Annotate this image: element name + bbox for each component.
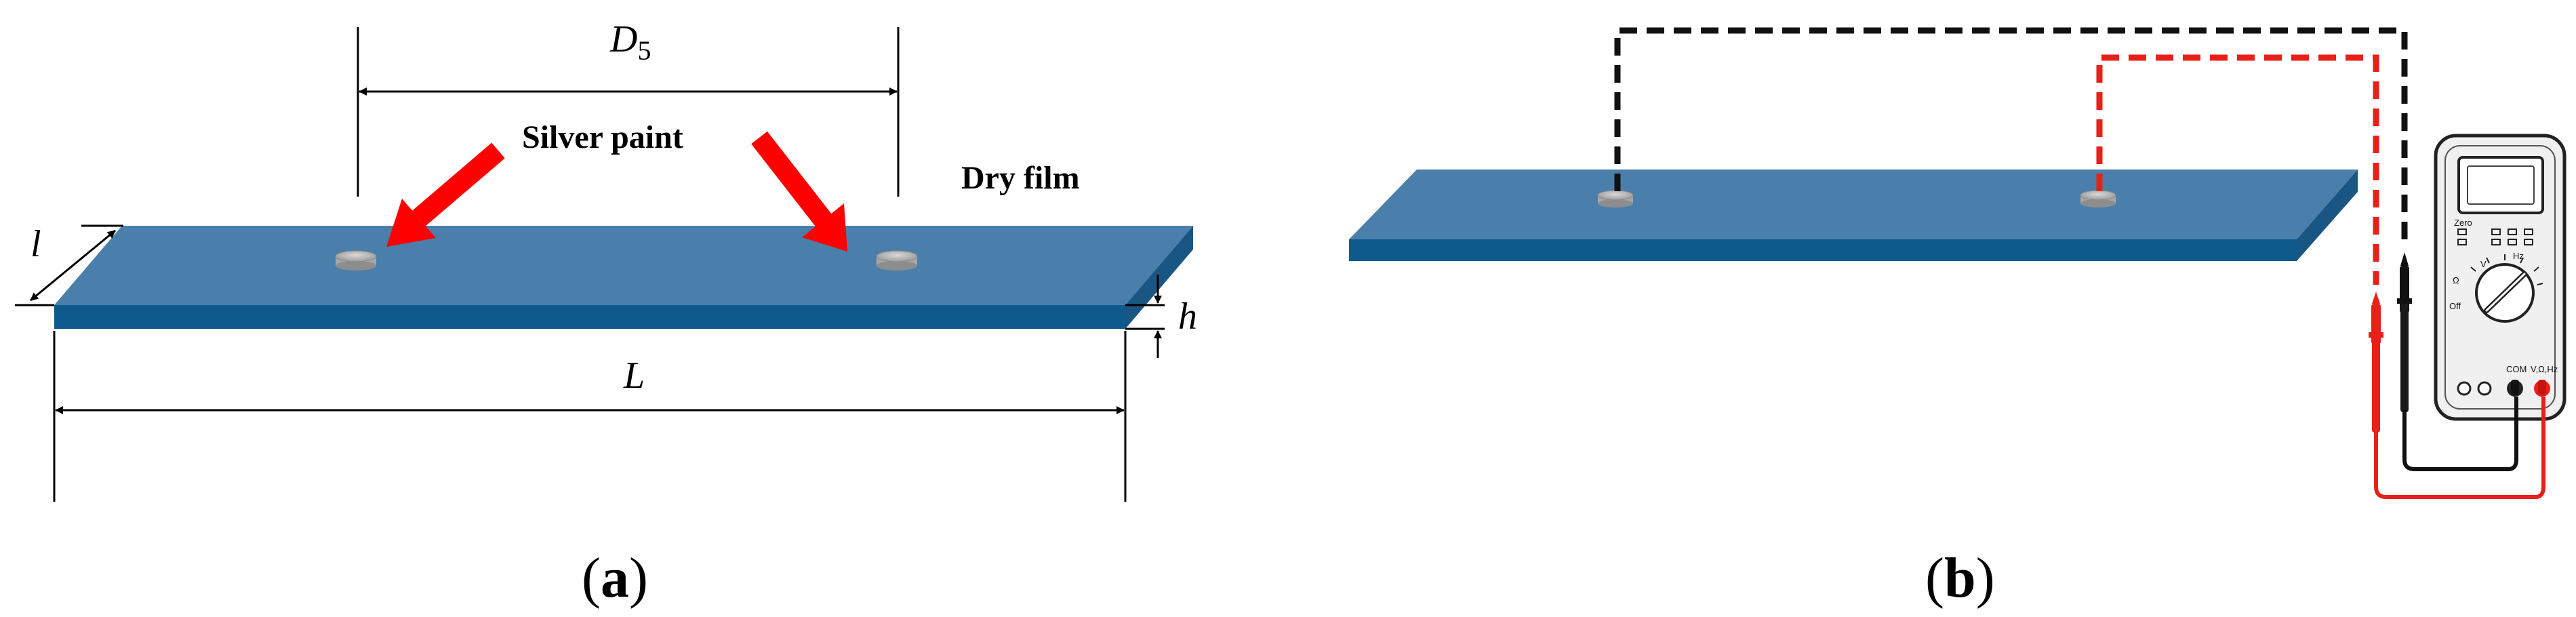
multimeter-display [2457, 156, 2544, 214]
electrode-b-right [2080, 190, 2116, 207]
thickness-dimension: h [1125, 275, 1197, 358]
film-top-face-b [1349, 170, 2358, 239]
multimeter-buttons [2457, 228, 2533, 245]
jack-left-1 [2457, 381, 2472, 396]
multimeter: Zero V Hz Ω Off COM V,Ω,Hz [2434, 134, 2567, 421]
dial-label-v: V [2480, 259, 2487, 269]
silver-paint-electrode-left [335, 250, 377, 271]
red-probe [2369, 292, 2383, 433]
dry-film-strip [54, 226, 1193, 329]
black-lead [2402, 397, 2518, 471]
caption-a: (a) [582, 546, 648, 610]
electrode-distance-dimension: D5 [357, 18, 900, 197]
black-dashed-wire [1614, 27, 2408, 245]
width-label: l [31, 223, 41, 265]
film-front-face-b [1349, 239, 2297, 261]
jack-left-2 [2477, 381, 2492, 396]
red-arrow-left [386, 142, 505, 247]
film-front-face [54, 305, 1125, 329]
length-dimension: L [53, 331, 1127, 502]
film-side-face-b [2297, 170, 2358, 261]
panel-b: Zero V Hz Ω Off COM V,Ω,Hz [1349, 27, 2567, 610]
red-arrow-right [751, 131, 847, 252]
dial-label-off: Off [2449, 301, 2461, 311]
zero-label: Zero [2454, 218, 2472, 228]
dry-film-strip-b [1349, 170, 2358, 261]
electrode-distance-label: D5 [609, 18, 651, 66]
length-label: L [623, 355, 645, 397]
width-dimension: l [15, 223, 123, 306]
jack-v-label: V,Ω,Hz [2531, 364, 2558, 374]
thickness-label: h [1178, 296, 1197, 338]
silver-paint-label: Silver paint [522, 119, 683, 155]
red-dashed-wire [2096, 54, 2379, 285]
silver-paint-electrode-right [876, 250, 918, 271]
film-top-face [54, 226, 1193, 305]
red-lead [2374, 397, 2545, 499]
electrode-b-left [1597, 190, 1634, 207]
dial-label-ohm: Ω [2453, 275, 2459, 285]
caption-b: (b) [1925, 546, 1995, 610]
film-side-face [1125, 226, 1193, 329]
black-probe [2397, 252, 2412, 412]
dry-film-label: Dry film [961, 160, 1080, 196]
panel-a: D5 Silver paint Dry film l h L [15, 18, 1197, 610]
dial-label-hz: Hz [2513, 251, 2524, 261]
jack-com-label: COM [2506, 364, 2527, 374]
